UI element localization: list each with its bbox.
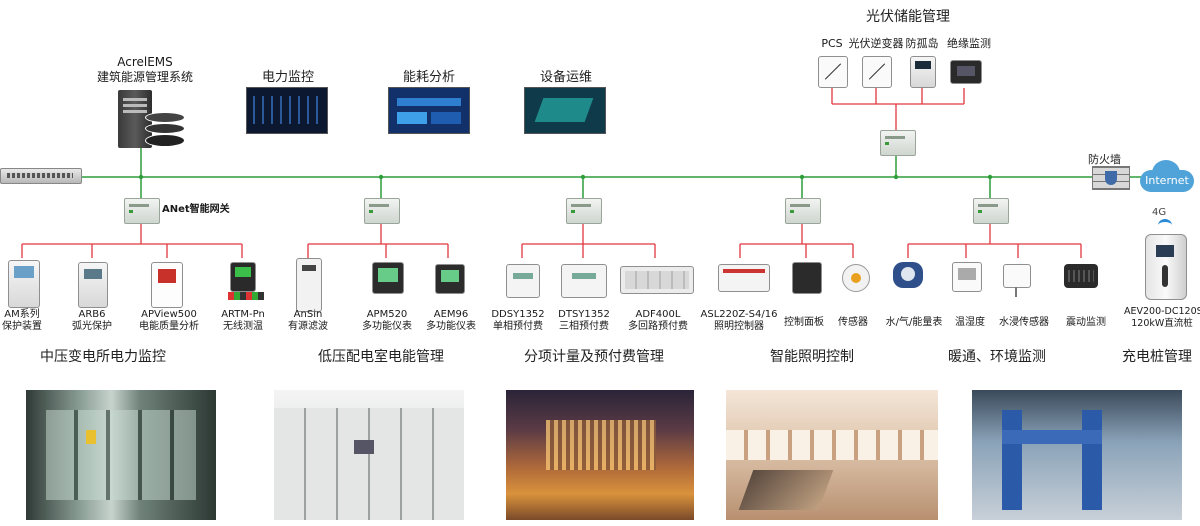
equipment-ops-screen [524,87,606,134]
cloud-icon: Internet [1140,160,1194,192]
inverter-icon [862,56,892,88]
ansin-filter-icon [296,258,322,312]
gateway-label: ANet智能网关 [162,204,230,215]
pcs-icon [818,56,848,88]
pv-item-anti-islanding: 防孤岛 [905,37,939,50]
signal-label: 4G [1152,207,1167,218]
energy-analysis-screen [388,87,470,134]
charger-icon [1145,234,1187,300]
pv-gateway-icon [880,130,916,156]
apm520-meter-icon [372,262,404,294]
screen-label-ops: 设备运维 [540,70,593,85]
database-icon [145,112,185,148]
gateway-4-icon [785,198,821,224]
wifi-icon [1158,219,1172,232]
category-metering-prepay: 分项计量及预付费管理 [524,349,664,365]
lighting-sensor-icon [842,264,870,292]
pv-item-pcs: PCS [821,37,843,50]
photo-hvac-plant [972,390,1182,520]
gateway-3-icon [566,198,602,224]
screen-label-energy: 能耗分析 [403,70,456,85]
pv-item-inverter: 光伏逆变器 [848,37,904,50]
photo-mall-exterior [506,390,694,520]
device-label-sensor: 传感器 [838,317,868,328]
sensor-clips-icon [228,292,264,300]
gateway-2-icon [364,198,400,224]
aem96-meter-icon [435,264,465,294]
control-panel-icon [792,262,822,294]
device-label-temp-humidity: 温湿度 [955,317,985,328]
artm-pn-icon [230,262,256,292]
insulation-monitor-icon [950,60,982,84]
category-lighting: 智能照明控制 [770,349,854,365]
device-label-meters: 水/气/能量表 [885,317,943,328]
power-monitor-screen [246,87,328,134]
firewall-icon [1092,166,1130,190]
photo-substation [26,390,216,520]
apview500-icon [151,262,183,308]
category-mv-substation: 中压变电所电力监控 [40,349,166,365]
pv-title: 光伏储能管理 [866,9,950,25]
pv-item-insulation: 绝缘监测 [947,37,991,50]
dtsy1352-icon [561,264,607,298]
adf400l-icon [620,266,694,294]
device-label-am: AM系列保护装置 [2,309,42,332]
firewall-label: 防火墙 [1088,153,1121,166]
device-label-control-panel: 控制面板 [784,317,824,328]
category-hvac-env: 暖通、环境监测 [948,349,1046,365]
am-protection-device-icon [8,260,40,308]
device-label-vibration: 震动监测 [1066,317,1106,328]
temp-humidity-icon [952,262,982,292]
screen-label-power: 电力监控 [262,70,315,85]
asl220z-controller-icon [718,264,770,292]
internet-label: Internet [1145,174,1189,187]
category-lv-distribution: 低压配电室电能管理 [318,349,444,365]
photo-mall-interior [726,390,938,520]
water-gas-meter-icon [893,262,923,288]
photo-lv-room [274,390,464,520]
vibration-monitor-icon [1064,264,1098,288]
ddsy1352-icon [506,264,540,298]
gateway-5-icon [973,198,1009,224]
water-leak-sensor-icon [1003,264,1031,297]
anti-islanding-icon [910,56,936,88]
gateway-1-icon [124,198,160,224]
network-switch-icon [0,168,82,184]
device-label-water-leak: 水浸传感器 [999,317,1049,328]
arb6-arc-protection-icon [78,262,108,308]
category-ev-charging: 充电桩管理 [1122,349,1192,365]
